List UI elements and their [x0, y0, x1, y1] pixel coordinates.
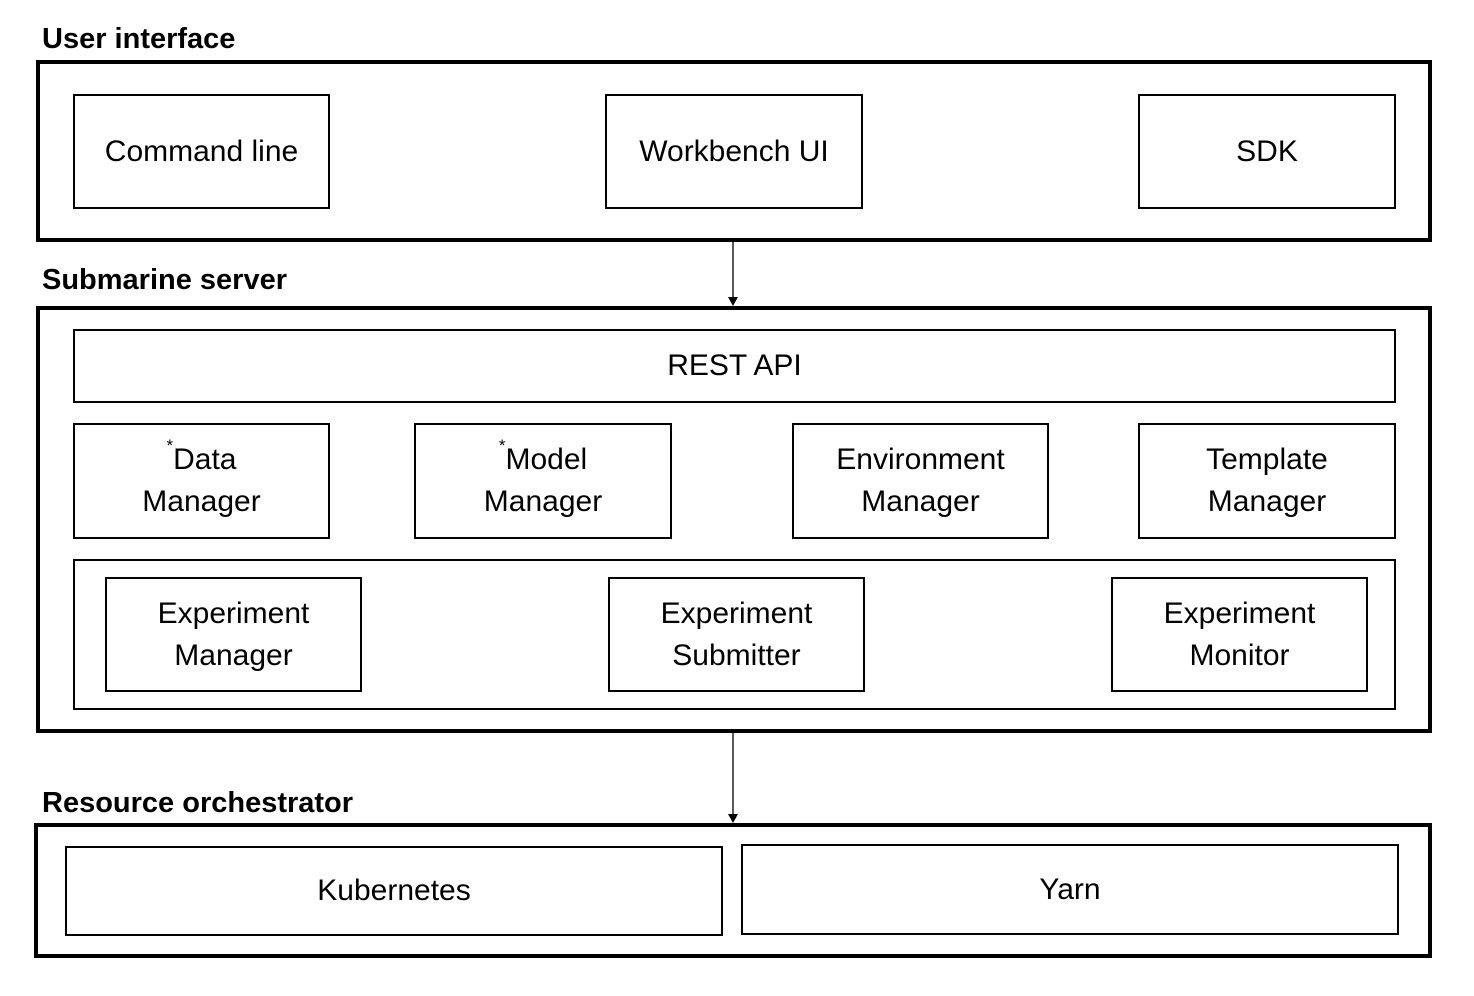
experiment-manager-label-2: Manager [174, 638, 293, 672]
environment-manager-label-2: Manager [861, 485, 980, 518]
template-manager-box: Template Manager [1138, 423, 1396, 539]
environment-manager-label-1: Environment [836, 443, 1005, 476]
asterisk-marker: * [498, 436, 506, 455]
experiment-submitter-label-2: Submitter [672, 638, 801, 672]
command-line-box: Command line [73, 94, 330, 209]
experiment-manager-label-1: Experiment [157, 596, 310, 630]
template-manager-label-1: Template [1206, 443, 1328, 476]
experiment-group [73, 559, 1396, 710]
arrow-ui-to-server [728, 242, 738, 306]
model-manager-line1: *Model [498, 436, 588, 481]
sdk-box: SDK [1138, 94, 1396, 209]
rest-api-box: REST API [73, 329, 1396, 403]
command-line-label: Command line [104, 134, 299, 168]
data-manager-label-2: Manager [142, 485, 261, 518]
experiment-monitor-label-1: Experiment [1163, 596, 1316, 630]
kubernetes-box: Kubernetes [65, 846, 723, 936]
experiment-submitter-label-1: Experiment [660, 596, 813, 630]
rest-api-label: REST API [667, 349, 802, 382]
experiment-monitor-box: Experiment Monitor [1111, 577, 1368, 692]
experiment-manager-box: Experiment Manager [105, 577, 362, 692]
model-manager-box: *Model Manager [414, 423, 672, 539]
resource-orchestrator-layer [34, 823, 1432, 958]
data-manager-box: *Data Manager [73, 423, 330, 539]
user-interface-title: User interface [42, 23, 236, 55]
kubernetes-label: Kubernetes [317, 874, 471, 907]
experiment-submitter-box: Experiment Submitter [608, 577, 865, 692]
workbench-ui-box: Workbench UI [605, 94, 863, 209]
environment-manager-box: Environment Manager [792, 423, 1049, 539]
user-interface-layer [36, 60, 1432, 242]
model-manager-label-1: Model [505, 443, 588, 476]
resource-orchestrator-title: Resource orchestrator [42, 787, 354, 819]
yarn-label: Yarn [1039, 872, 1101, 906]
yarn-box: Yarn [741, 844, 1399, 935]
data-manager-label-1: Data [173, 443, 237, 476]
workbench-ui-label: Workbench UI [639, 134, 829, 168]
data-manager-line1: *Data [166, 436, 237, 481]
submarine-server-title: Submarine server [42, 264, 288, 296]
submarine-server-layer [36, 306, 1432, 733]
experiment-monitor-label-2: Monitor [1189, 638, 1290, 672]
asterisk-marker: * [166, 436, 174, 455]
sdk-label: SDK [1236, 134, 1298, 168]
template-manager-label-2: Manager [1207, 485, 1327, 518]
arrow-server-to-orchestrator [728, 733, 738, 823]
model-manager-label-2: Manager [483, 485, 603, 518]
